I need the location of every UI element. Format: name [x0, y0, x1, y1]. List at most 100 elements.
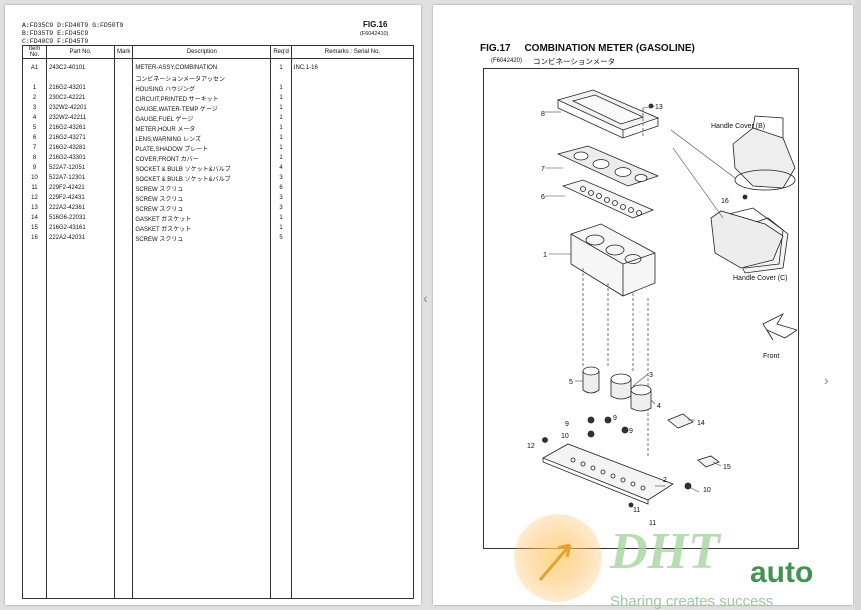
cell-req: 1 — [270, 143, 292, 153]
cell-mark — [113, 193, 134, 203]
cell-req: 1 — [270, 93, 292, 103]
cell-req: 3 — [270, 193, 292, 203]
gasket-15-part — [697, 455, 720, 468]
cell-desc: SOCKET & BULB ソケット&バルブ — [132, 173, 272, 183]
cell-part: 522A7-12051 — [46, 163, 115, 173]
cell-remarks — [290, 93, 415, 103]
front-label: Front — [763, 353, 779, 360]
cell-req: 5 — [270, 233, 292, 243]
cell-mark — [113, 153, 134, 163]
handle-cover-b-part — [732, 115, 796, 191]
cell-part: 229F2-42421 — [46, 183, 115, 193]
cell-mark — [113, 103, 134, 113]
col-remarks: Remarks : Serial No. — [290, 45, 415, 59]
cell-desc: COVER,FRONT カバー — [132, 153, 272, 163]
cell-remarks — [290, 223, 415, 233]
cell-remarks — [290, 153, 415, 163]
cell-desc: LENS,WARNING レンズ — [132, 133, 272, 143]
cell-item: 5 — [22, 123, 47, 133]
cell-desc: GAUGE,WATER-TEMP ゲージ — [132, 103, 272, 113]
cell-item: 12 — [22, 193, 47, 203]
cell-remarks — [290, 133, 415, 143]
next-page-arrow-icon[interactable]: › — [824, 372, 829, 388]
label-7: 7 — [541, 166, 545, 173]
hour-meter-part — [582, 366, 600, 394]
cell-mark — [113, 233, 134, 243]
cell-req: 1 — [270, 103, 292, 113]
handle-cover-c-label: Handle Cover (C) — [733, 275, 787, 282]
cell-item: 6 — [22, 133, 47, 143]
table-row: コンビネーションメータアッセン — [22, 73, 415, 83]
cell-desc: METER,HOUR メータ — [132, 123, 272, 133]
cell-req: 1 — [270, 213, 292, 223]
cell-item: 13 — [22, 203, 47, 213]
label-9b: 9 — [613, 415, 617, 422]
label-9a: 9 — [565, 421, 569, 428]
cell-item: 4 — [22, 113, 47, 123]
cell-req — [270, 73, 292, 83]
cell-remarks — [290, 193, 415, 203]
cell-remarks — [290, 123, 415, 133]
label-10a: 10 — [561, 433, 569, 440]
cell-mark — [113, 143, 134, 153]
right-page — [433, 5, 853, 605]
scrollbar[interactable] — [855, 0, 861, 610]
cell-req: 1 — [270, 113, 292, 123]
cell-part: 522A7-12301 — [46, 173, 115, 183]
model-line: B:FD35T9 E:FD45C9 — [22, 30, 89, 37]
cell-part: 216G2-43161 — [46, 223, 115, 233]
cell-part: 516G6-22031 — [46, 213, 115, 223]
cell-req: 1 — [270, 58, 292, 73]
cell-mark — [113, 223, 134, 233]
cell-remarks: INC.1-16 — [290, 58, 415, 73]
label-13: 13 — [655, 104, 663, 111]
cell-mark — [113, 93, 134, 103]
cell-req: 4 — [270, 163, 292, 173]
cell-item: 7 — [22, 143, 47, 153]
cell-part: 216G2-43281 — [46, 143, 115, 153]
cell-part: 216G2-43261 — [46, 123, 115, 133]
cell-req: 1 — [270, 153, 292, 163]
label-11a: 11 — [633, 507, 640, 514]
cell-part: 243C2-40101 — [46, 58, 115, 73]
cell-remarks — [290, 233, 415, 243]
model-list: A:FD35C9 D:FD40T9 G:FD50T9 B:FD35T9 E:FD… — [22, 22, 123, 46]
cell-desc: PLATE,SHADOW プレート — [132, 143, 272, 153]
cell-part: 232W2-42201 — [46, 103, 115, 113]
cell-part: 230C2-42221 — [46, 93, 115, 103]
label-11b: 11 — [649, 520, 656, 527]
prev-page-arrow-icon[interactable]: ‹ — [423, 290, 428, 306]
label-3: 3 — [649, 372, 653, 379]
handle-cover-c-part — [710, 207, 784, 269]
parts-table-header: Item No. Part No. Mark Description Req'd… — [22, 45, 415, 59]
warning-lens-part — [561, 179, 655, 219]
cell-mark — [113, 183, 134, 193]
cell-part: 216G2-43271 — [46, 133, 115, 143]
cell-remarks — [290, 173, 415, 183]
cell-req: 1 — [270, 133, 292, 143]
cell-remarks — [290, 83, 415, 93]
col-item: Item No. — [22, 45, 47, 59]
fig16-title: FIG.16 — [363, 20, 388, 29]
cell-item: 8 — [22, 153, 47, 163]
cell-req: 1 — [270, 223, 292, 233]
label-12: 12 — [527, 443, 535, 450]
cell-desc: GASKET ガスケット — [132, 223, 272, 233]
col-desc: Description — [132, 45, 272, 59]
col-mark: Mark — [113, 45, 134, 59]
model-line: A:FD35C9 D:FD40T9 G:FD50T9 — [22, 22, 124, 29]
cell-req: 1 — [270, 123, 292, 133]
cell-remarks — [290, 163, 415, 173]
col-req: Req'd — [270, 45, 292, 59]
front-cover-part — [556, 89, 660, 139]
cell-mark — [113, 173, 134, 183]
